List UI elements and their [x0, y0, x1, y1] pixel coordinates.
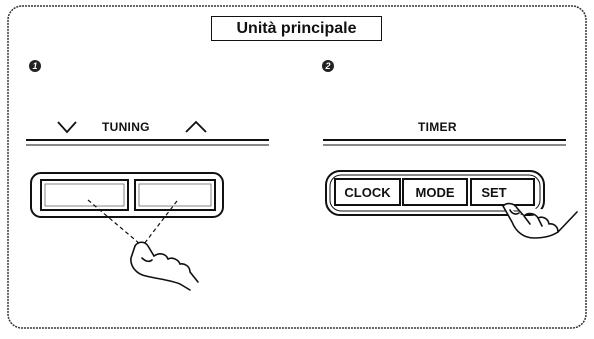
clock-button [334, 178, 401, 206]
pointing-hand-icon [130, 241, 199, 291]
page-title: Unità principale [211, 16, 382, 41]
tuning-label: TUNING [102, 120, 150, 134]
clock-button-label: CLOCK [344, 184, 391, 200]
mode-button-label: MODE [415, 184, 455, 200]
tuning-down-button [40, 179, 129, 211]
press-line-right [143, 200, 178, 245]
tuning-up-button [134, 179, 216, 211]
step-one-marker: 1 [29, 60, 41, 72]
tuning-down-icon [57, 121, 77, 134]
pressing-hand-icon [502, 202, 578, 239]
set-button-label: SET [481, 184, 507, 200]
set-button [470, 178, 535, 206]
step-two-marker: 2 [322, 60, 334, 72]
timer-label: TIMER [418, 120, 457, 134]
tuning-up-icon [185, 120, 207, 133]
mode-button [402, 178, 468, 206]
outer-frame [7, 5, 587, 329]
press-line-left [87, 199, 141, 245]
